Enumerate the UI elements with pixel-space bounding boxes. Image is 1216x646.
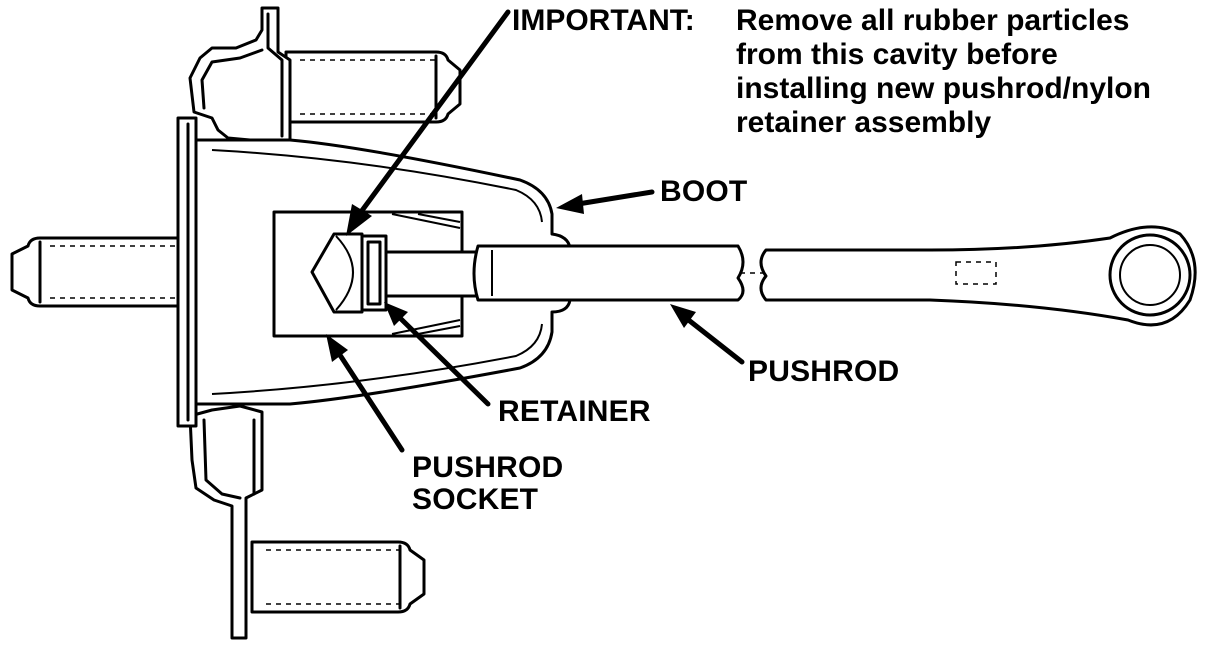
upper-mounting-stud [284, 50, 462, 124]
lower-bracket [188, 404, 264, 640]
important-note-line: from this cavity before [736, 38, 1058, 71]
mounting-flange [176, 116, 198, 428]
upper-bracket [188, 6, 292, 152]
socket-label-line: PUSHROD [412, 451, 564, 484]
socket-leader-arrow [326, 334, 405, 453]
socket-label-line: SOCKET [412, 483, 539, 516]
important-leader-arrow [346, 9, 511, 236]
important-note-line: Remove all rubber particles [736, 4, 1130, 37]
important-heading: IMPORTANT: [512, 4, 695, 37]
retainer [360, 234, 388, 312]
pushrod-label: PUSHROD [748, 355, 900, 388]
boot-leader-arrow [556, 189, 655, 214]
front-stud [10, 236, 182, 308]
important-note-line: retainer assembly [736, 106, 992, 139]
lower-mounting-stud [250, 540, 426, 614]
pushrod-socket-label: PUSHROD SOCKET [412, 452, 563, 516]
important-note-line: installing new pushrod/nylon [736, 72, 1152, 105]
important-note: Remove all rubber particles from this ca… [736, 4, 1151, 140]
pushrod-leader-arrow [670, 304, 745, 365]
pushrod [310, 225, 1197, 327]
retainer-label: RETAINER [498, 395, 651, 428]
retainer-leader-arrow [384, 302, 491, 407]
boot-label: BOOT [660, 175, 748, 208]
